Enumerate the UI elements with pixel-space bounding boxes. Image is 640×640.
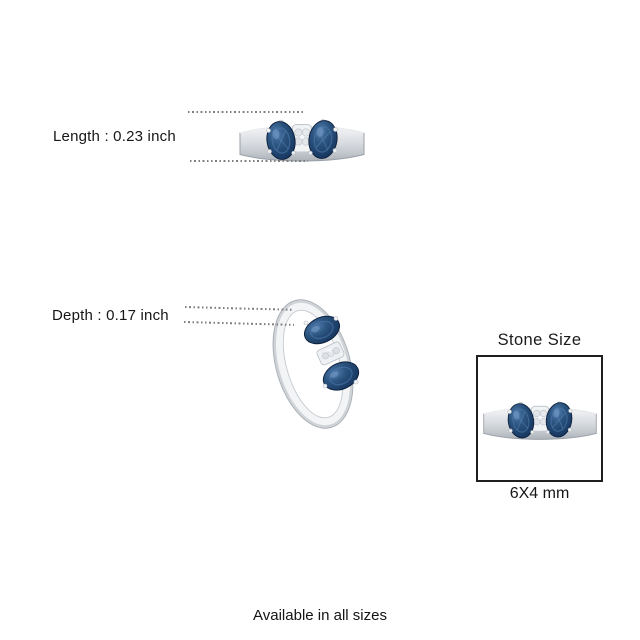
stone-size-title: Stone Size (497, 331, 582, 349)
availability-text: Available in all sizes (253, 607, 387, 624)
stone-size-value: 6X4 mm (509, 485, 570, 502)
ring-top-view-image (239, 117, 365, 163)
length-label: Length : 0.23 inch (53, 128, 176, 145)
length-dotted-line-bottom (190, 160, 308, 162)
length-dotted-line-top (188, 111, 304, 113)
ring-side-view-image (272, 299, 360, 429)
depth-label: Depth : 0.17 inch (52, 307, 169, 324)
ring-stone-size-image (483, 400, 597, 441)
